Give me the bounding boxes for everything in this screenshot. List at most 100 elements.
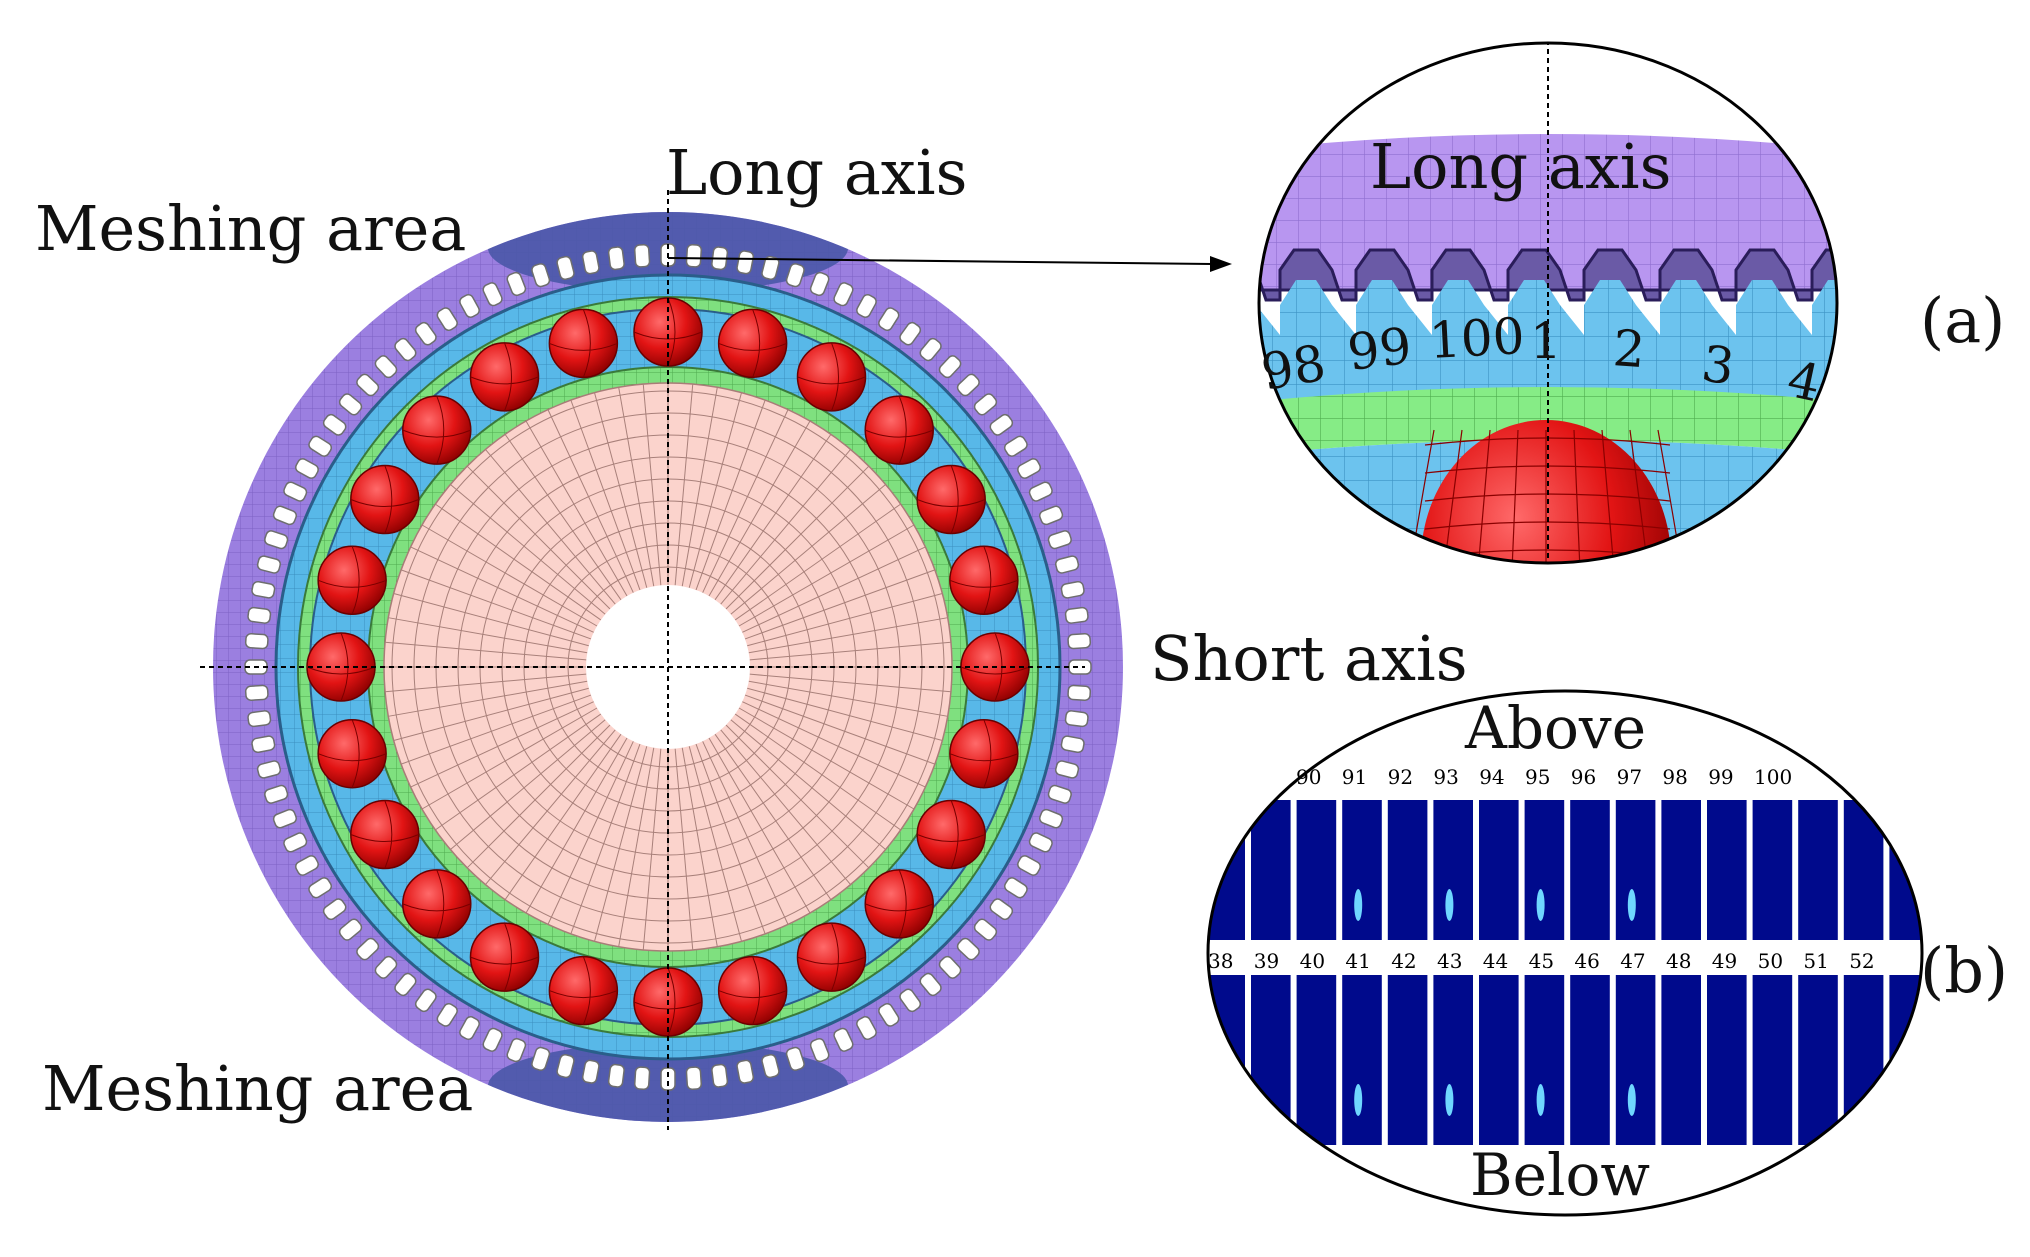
bearing-ball [317, 545, 387, 616]
bearing-ball [717, 955, 788, 1026]
bearing-ball [350, 464, 420, 535]
bottom-row-number: 47 [1620, 949, 1645, 973]
bottom-row-number: 38 [1208, 949, 1233, 973]
cam-grid-radial [547, 409, 634, 593]
cam-grid-radial [594, 392, 648, 588]
contact-hotspot [1536, 889, 1545, 921]
gear-tooth [989, 898, 1014, 921]
gear-tooth [322, 898, 347, 921]
cam-grid-radial [688, 746, 742, 942]
cam-grid-radial [674, 748, 694, 950]
cam-grid-radial [393, 593, 589, 647]
gear-tooth [711, 1063, 729, 1088]
gear-tooth [878, 307, 900, 332]
cam-grid-radial [725, 465, 870, 610]
tooth-number-label: 2 [1611, 319, 1647, 379]
gear-tooth [736, 1059, 755, 1084]
column-gap [1381, 790, 1388, 1150]
column-gap [1837, 790, 1844, 1150]
gear-tooth [256, 555, 282, 574]
top-row-number: 93 [1433, 765, 1458, 789]
ball-grid-line [1573, 429, 1581, 563]
cam-grid-radial [642, 748, 662, 950]
bottom-row-number: 48 [1666, 949, 1691, 973]
zoom-arrow-head [1210, 256, 1232, 272]
cam-grid-radial [525, 737, 628, 914]
gear-tooth [264, 784, 289, 804]
gear-tooth [556, 255, 575, 281]
bottom-row-number: 41 [1345, 949, 1370, 973]
cam-grid-radial [388, 680, 588, 717]
gear-tooth [607, 246, 625, 271]
gear-tooth [1003, 877, 1028, 899]
gear-tooth [634, 1066, 651, 1091]
ball-grid-line [1424, 465, 1671, 474]
column-gap [1746, 790, 1753, 1150]
gear-tooth [506, 1038, 527, 1063]
cam-grid-radial [618, 387, 655, 587]
meshing-area-top-label: Meshing area [35, 192, 466, 265]
gear-tooth [308, 877, 333, 899]
cam-grid-radial [714, 434, 832, 601]
cam-grid-radial [748, 617, 948, 654]
cam-grid-radial [618, 747, 655, 947]
gear-teeth [244, 243, 1092, 1091]
inset-b-below-label: Below [1470, 1141, 1650, 1209]
bearing-ball [717, 308, 788, 379]
gear-tooth [685, 243, 702, 268]
cam-grid-radial [734, 713, 901, 831]
cam-grid-radial [708, 420, 811, 597]
top-row-number: 100 [1754, 765, 1792, 789]
gear-tooth [899, 321, 922, 346]
gear-tooth [556, 1053, 575, 1079]
gear-tooth [581, 1059, 600, 1084]
cam-grid-radial [594, 746, 648, 942]
gear-tooth [283, 832, 308, 853]
gear-tooth [482, 282, 503, 307]
cam-grid-radial [681, 747, 718, 947]
bearing-ball [796, 922, 867, 992]
cam-grid-radial [450, 719, 606, 850]
contact-hotspot [1627, 889, 1636, 921]
cam-grid-radial [570, 743, 641, 935]
contact-hotspot [1354, 889, 1363, 921]
column-gap [1701, 790, 1707, 1150]
ball-grid-line [1424, 493, 1671, 502]
gear-tooth [809, 271, 830, 296]
cam-grid-radial [708, 737, 811, 914]
cam-grid-radial [525, 420, 628, 597]
cam-grid-radial [747, 687, 943, 741]
cam-grid-radial [504, 434, 622, 601]
gear-tooth [283, 481, 308, 502]
cam-grid-radial [695, 743, 766, 935]
column-gap [1245, 790, 1251, 1150]
gear-tooth [322, 413, 347, 436]
cam-grid-radial [674, 384, 694, 586]
gear-tooth [308, 435, 333, 457]
top-row-number: 96 [1571, 765, 1596, 789]
gear-tooth [414, 988, 437, 1013]
gear-tooth [607, 1063, 625, 1088]
gear-tooth [1028, 481, 1053, 502]
bearing-ball [548, 955, 619, 1026]
cam-grid-radial [421, 524, 598, 627]
gear-tooth [531, 263, 551, 288]
gear-tooth [251, 735, 276, 754]
top-row-number: 98 [1662, 765, 1687, 789]
cam-grid-radial [410, 701, 594, 788]
gear-tooth [436, 307, 458, 332]
bottom-row-number: 51 [1803, 949, 1828, 973]
cam-grid-radial [421, 707, 598, 810]
column-gap [1473, 790, 1479, 1150]
gear-tooth [459, 293, 480, 318]
gear-tooth [634, 243, 651, 268]
gear-tooth [394, 972, 417, 997]
contact-pressure-columns [1245, 790, 1890, 1150]
label-b: (b) [1920, 934, 2008, 1007]
gear-tooth [919, 972, 942, 997]
cam-grid-radial [570, 399, 641, 591]
inset-a-title: Long axis [1370, 130, 1671, 203]
cam-grid-radial [388, 617, 588, 654]
bottom-row-number: 45 [1529, 949, 1554, 973]
gear-tooth [685, 1066, 702, 1091]
